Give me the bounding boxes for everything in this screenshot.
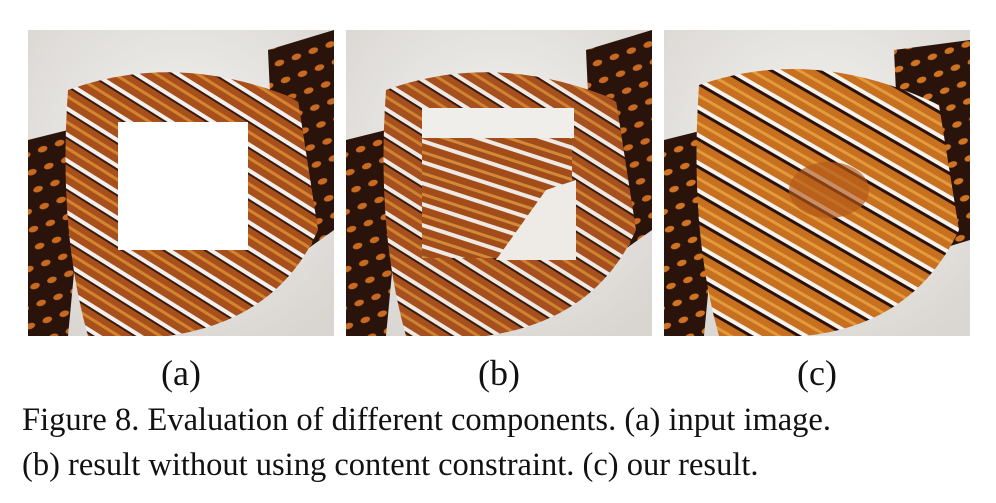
figure-caption: Figure 8. Evaluation of different compon… (22, 398, 982, 488)
panel-b-image (346, 30, 652, 336)
panel-c-image (664, 30, 970, 336)
panel-label-c: (c) (797, 353, 837, 393)
panel-label-b: (b) (478, 353, 520, 393)
caption-line-1: Figure 8. Evaluation of different compon… (22, 402, 831, 438)
caption-line-2: (b) result without using content constra… (22, 447, 759, 483)
panel-a-image (28, 30, 334, 336)
panel-label-a: (a) (161, 353, 201, 393)
